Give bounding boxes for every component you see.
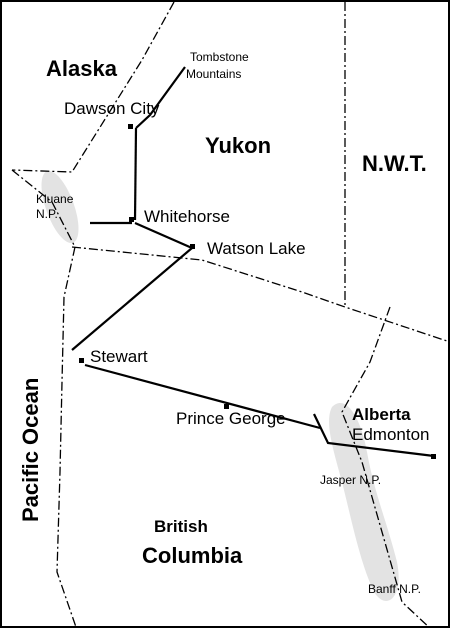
route-stewart-prince-george xyxy=(84,363,321,430)
jasper-label: Jasper N.P. xyxy=(320,473,382,487)
prince-george-label: Prince George xyxy=(176,409,286,428)
edmonton-marker xyxy=(431,454,436,459)
route-dawson-whitehorse xyxy=(133,127,138,221)
alaska-yukon-border xyxy=(11,2,175,173)
alaska-label: Alaska xyxy=(46,56,117,81)
tombstone-label-line1: Tombstone xyxy=(190,50,249,64)
pacific-ocean-label: Pacific Ocean xyxy=(18,377,43,522)
dawson-city-label: Dawson City xyxy=(64,99,160,118)
bc-label-line1: British xyxy=(154,517,208,536)
dawson-city-marker xyxy=(128,124,133,129)
coast-border xyxy=(56,246,77,626)
banff-label: Banff N.P. xyxy=(368,582,421,596)
watson-lake-label: Watson Lake xyxy=(207,239,306,258)
tombstone-label-line2: Mountains xyxy=(186,67,242,81)
prince-george-marker xyxy=(224,404,229,409)
yukon-label: Yukon xyxy=(205,133,272,158)
alberta-label: Alberta xyxy=(352,405,411,424)
route-tombstone-dawson xyxy=(135,66,186,129)
stewart-marker xyxy=(79,358,84,363)
kluane-park-area xyxy=(41,170,79,244)
route-prince-george-edmonton xyxy=(313,413,435,458)
route-watson-stewart xyxy=(71,247,193,351)
bc-north-border xyxy=(71,246,448,343)
whitehorse-marker xyxy=(129,217,134,222)
edmonton-label: Edmonton xyxy=(352,425,430,444)
route-whitehorse-watson xyxy=(134,221,193,250)
watson-lake-marker xyxy=(190,244,195,249)
alaska-coast-border xyxy=(11,169,76,248)
jasper-banff-park-area xyxy=(329,403,399,601)
whitehorse-label: Whitehorse xyxy=(144,207,230,226)
kluane-label-line2: N.P. xyxy=(36,207,58,221)
stewart-label: Stewart xyxy=(90,347,148,366)
nwt-label: N.W.T. xyxy=(362,151,427,176)
bc-alberta-border xyxy=(341,306,429,626)
kluane-label-line1: Kluane xyxy=(36,192,74,206)
bc-label-line2: Columbia xyxy=(142,543,243,568)
